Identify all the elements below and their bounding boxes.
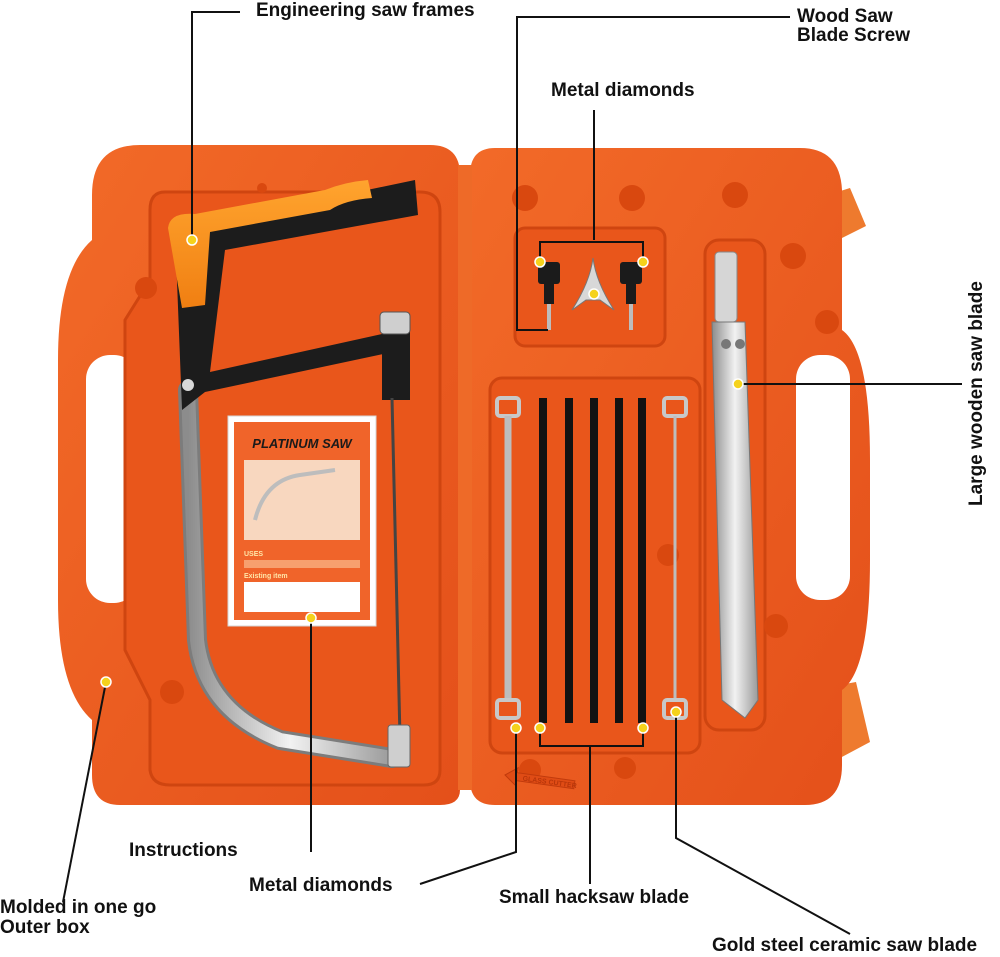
label-wood-saw-line2: Blade Screw: [797, 25, 910, 46]
hacksaw-frame: [168, 180, 418, 768]
large-wooden-saw-blade: [711, 251, 759, 719]
label-engineering-saw-frames: Engineering saw frames: [256, 0, 475, 21]
blade-screws: [538, 257, 642, 330]
label-wood-saw-line1: Wood Saw: [797, 6, 893, 27]
case-hinge: [458, 165, 472, 790]
manual-title: PLATINUM SAW: [252, 436, 353, 451]
label-small-hacksaw-blade: Small hacksaw blade: [499, 887, 690, 908]
label-gold-steel-ceramic: Gold steel ceramic saw blade: [712, 935, 978, 956]
manual-uses: USES: [244, 551, 263, 558]
label-instructions: Instructions: [129, 840, 238, 861]
instructions-manual: PLATINUM SAW USES Existing item: [227, 415, 377, 627]
label-metal-diamonds-bottom: Metal diamonds: [249, 875, 393, 896]
label-molded-line2: Outer box: [0, 917, 90, 938]
ceramic-wire-saws: [495, 396, 688, 720]
label-metal-diamonds-top: Metal diamonds: [551, 80, 695, 101]
label-molded-line1: Molded in one go: [0, 897, 157, 918]
label-large-wooden-saw-blade: Large wooden saw blade: [966, 281, 987, 506]
manual-existing-item: Existing item: [244, 573, 288, 580]
leader-lines: [62, 11, 962, 935]
outer-box-right: [470, 148, 870, 805]
marker-dots: [100, 234, 744, 734]
small-hacksaw-blades: [539, 398, 646, 723]
